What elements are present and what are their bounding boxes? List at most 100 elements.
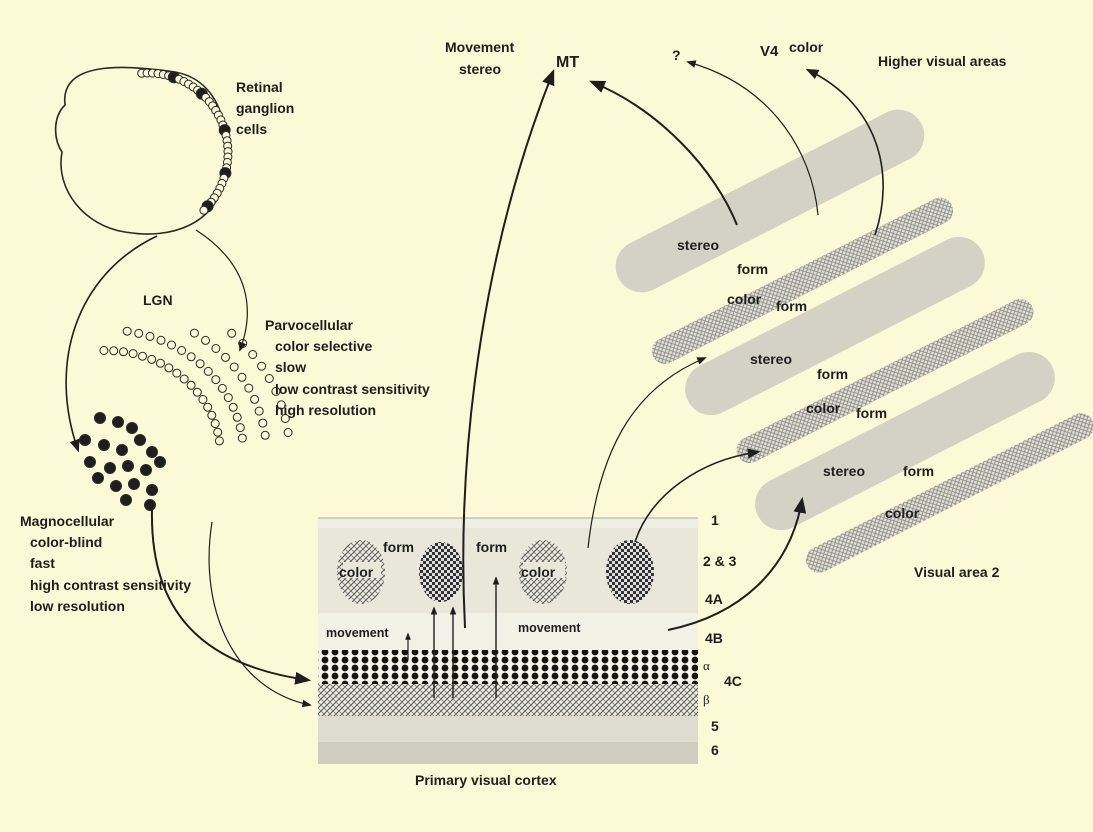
v2-label: Visual area 2 bbox=[914, 564, 1000, 580]
v2-form-2b: form bbox=[856, 405, 887, 421]
layer-6-label: 6 bbox=[711, 742, 719, 758]
magnocellular-cell bbox=[121, 495, 132, 506]
parvocellular-cell bbox=[148, 355, 156, 363]
v2-form-1: form bbox=[737, 261, 768, 277]
v2-stereo-3: stereo bbox=[823, 463, 865, 479]
parvocellular-cell bbox=[284, 429, 292, 437]
v2-stripes bbox=[607, 101, 1093, 578]
primary-visual-cortex bbox=[318, 518, 698, 764]
layer-alpha-label: α bbox=[703, 658, 710, 673]
v1-form-2-label: form bbox=[476, 539, 507, 555]
higher-unknown-label: ? bbox=[672, 47, 681, 63]
parvocellular-cell bbox=[100, 347, 108, 355]
magnocellular-cell bbox=[141, 465, 152, 476]
lgn bbox=[80, 327, 293, 510]
parvocellular-cell bbox=[193, 388, 201, 396]
v2-color-3: color bbox=[885, 505, 920, 521]
parvocellular-cell bbox=[218, 384, 226, 392]
magnocellular-cell bbox=[127, 423, 138, 434]
parvocellular-cell bbox=[120, 348, 128, 356]
parvocellular-cell bbox=[187, 353, 195, 361]
parvocellular-cell bbox=[187, 381, 195, 389]
magnocellular-cell bbox=[147, 447, 158, 458]
retina-label-1: Retinal bbox=[236, 79, 283, 95]
v2-form-2: form bbox=[817, 366, 848, 382]
magnocellular-cell bbox=[155, 457, 166, 468]
magnocellular-cell bbox=[123, 461, 134, 472]
parvocellular-cell bbox=[238, 373, 246, 381]
retina-to-magno-arrow bbox=[66, 236, 157, 450]
parvo-prop-1: color selective bbox=[275, 338, 372, 354]
v1-interblob-2 bbox=[606, 540, 654, 604]
parvocellular-cell bbox=[204, 403, 212, 411]
magnocellular-cell bbox=[111, 481, 122, 492]
parvocellular-cell bbox=[222, 353, 230, 361]
v1-blob-1-label: color bbox=[339, 564, 374, 580]
layer-4a-label: 4A bbox=[705, 591, 723, 607]
magno-to-4calpha-arrow bbox=[152, 510, 308, 680]
v1-title: Primary visual cortex bbox=[415, 772, 557, 788]
v2-color-2: color bbox=[806, 400, 841, 416]
mt-movement-label: Movement bbox=[445, 39, 515, 55]
parvocellular-cell bbox=[238, 434, 246, 442]
lgn-magnocellular-cells bbox=[80, 413, 166, 511]
magnocellular-cell bbox=[95, 413, 106, 424]
v4-label: V4 bbox=[760, 43, 779, 60]
magno-prop-4: low resolution bbox=[30, 598, 125, 614]
parvocellular-cell bbox=[245, 384, 253, 392]
mt-stereo-label: stereo bbox=[459, 61, 501, 77]
layer-4b-label: 4B bbox=[705, 630, 723, 646]
parvocellular-cell bbox=[215, 437, 223, 445]
parvocellular-cell bbox=[129, 350, 137, 358]
parvocellular-cell bbox=[178, 347, 186, 355]
parvocellular-cell bbox=[251, 395, 259, 403]
parvocellular-cell bbox=[212, 376, 220, 384]
higher-visual-areas-label: Higher visual areas bbox=[878, 53, 1007, 69]
parvocellular-cell bbox=[202, 336, 210, 344]
retina-cells bbox=[138, 69, 232, 214]
parvocellular-cell bbox=[212, 345, 220, 353]
v2-thick-stripe-1 bbox=[607, 101, 934, 302]
v1-movement-2-label: movement bbox=[518, 621, 581, 635]
v1-movement-1-label: movement bbox=[326, 626, 389, 640]
parvo-prop-3: low contrast sensitivity bbox=[275, 381, 430, 397]
v2-color-1: color bbox=[727, 291, 762, 307]
lgn-label: LGN bbox=[143, 292, 173, 308]
parvocellular-cell bbox=[157, 359, 165, 367]
magnocellular-cell bbox=[145, 500, 156, 511]
v1-layer-4c-alpha bbox=[318, 650, 698, 684]
parvocellular-cell bbox=[258, 362, 266, 370]
magnocellular-cell bbox=[129, 479, 140, 490]
parvocellular-cell bbox=[135, 329, 143, 337]
parvocellular-cell bbox=[204, 367, 212, 375]
v1-layer-5 bbox=[318, 716, 698, 742]
parvocellular-cell bbox=[123, 327, 131, 335]
magnocellular-cell bbox=[135, 435, 146, 446]
parvocellular-cell bbox=[168, 341, 176, 349]
parvocellular-cell bbox=[224, 394, 232, 402]
parvocellular-cell bbox=[214, 428, 222, 436]
magnocellular-cell bbox=[117, 445, 128, 456]
parvocellular-cell bbox=[146, 332, 154, 340]
parvocellular-cell bbox=[139, 352, 147, 360]
retinal-ganglion-cell bbox=[200, 206, 208, 214]
mt-label: MT bbox=[556, 54, 579, 71]
parvocellular-cell bbox=[211, 420, 219, 428]
magnocellular-cell bbox=[85, 457, 96, 468]
magno-prop-3: high contrast sensitivity bbox=[30, 577, 191, 593]
layer-4c-label: 4C bbox=[724, 673, 742, 689]
parvocellular-cell bbox=[199, 396, 207, 404]
v2-stereo-2: stereo bbox=[750, 351, 792, 367]
parvocellular-cell bbox=[261, 431, 269, 439]
magnocellular-cell bbox=[80, 435, 91, 446]
layer-beta-label: β bbox=[703, 692, 710, 707]
magno-prop-2: fast bbox=[30, 555, 55, 571]
v1-interblob-1 bbox=[419, 542, 463, 602]
magno-prop-1: color-blind bbox=[30, 534, 102, 550]
parvocellular-cell bbox=[249, 351, 257, 359]
parvocellular-cell bbox=[265, 375, 273, 383]
parvocellular-cell bbox=[236, 424, 244, 432]
parvocellular-cell bbox=[255, 407, 263, 415]
